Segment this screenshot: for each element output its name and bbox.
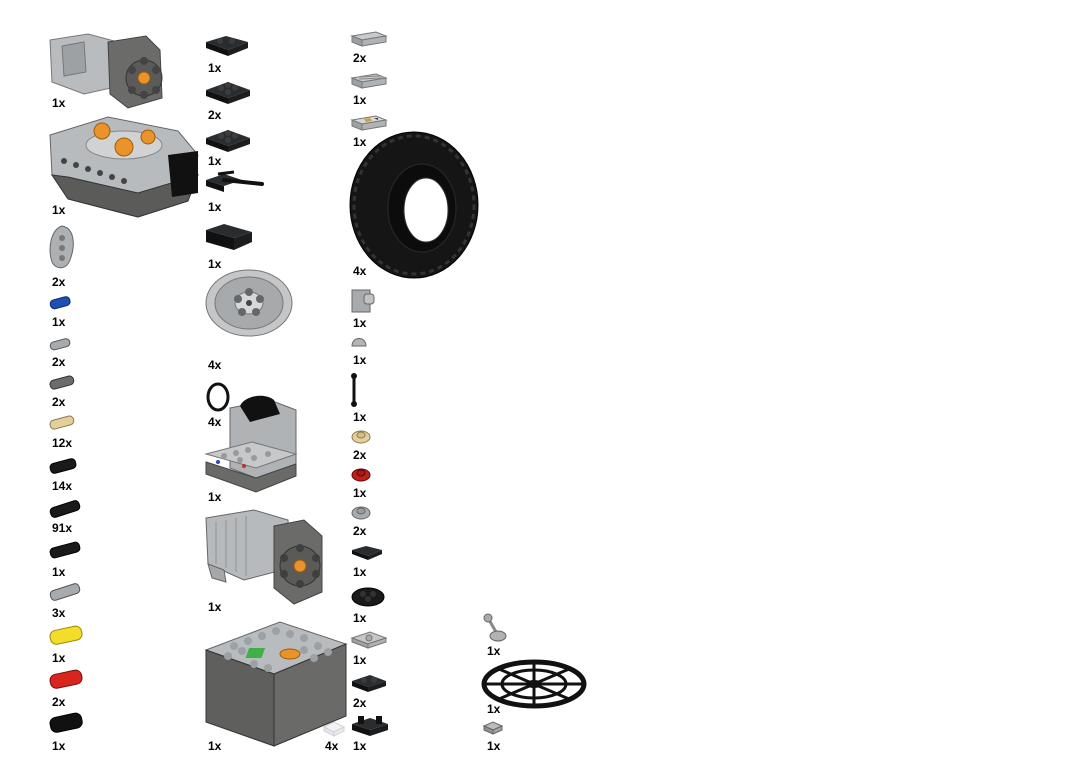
red-round-plate-icon [351,468,371,482]
black-plate-2x2-icon [206,82,250,104]
quantity-label: 1x [208,200,222,214]
quantity-label: 2x [353,524,367,538]
quantity-label: 1x [208,600,222,614]
aa-battery-box-icon [204,621,348,747]
quantity-label: 1x [208,739,222,753]
steering-wheel-icon [481,659,587,709]
grille-tile-icon [350,73,388,89]
quantity-label: 1x [353,653,367,667]
black-clip-plate-icon [352,546,382,560]
quantity-label: 1x [353,739,367,753]
l-motor-icon [205,509,323,605]
gray-tile-icon [350,31,388,47]
black-connector-icon [49,712,83,733]
quantity-label: 3x [52,606,66,620]
black-friction-pin-icon [49,458,77,474]
printed-tile-icon [350,115,388,131]
gray-tile-1x1-icon [482,721,504,735]
quantity-label: 1x [487,702,501,716]
bar-icon [351,373,357,407]
quantity-label: 1x [353,135,367,149]
quantity-label: 2x [208,108,222,122]
plate-with-clip-icon [206,36,248,56]
quantity-label: 2x [52,695,66,709]
quantity-label: 1x [52,565,66,579]
quantity-label: 4x [353,264,367,278]
quantity-label: 14x [52,479,73,493]
quantity-label: 2x [353,696,367,710]
black-plate-2x2-icon [206,130,250,152]
quantity-label: 1x [52,315,66,329]
quantity-label: 2x [52,395,66,409]
quantity-label: 1x [353,353,367,367]
quantity-label: 1x [353,93,367,107]
quantity-label: 1x [208,490,222,504]
quantity-label: 2x [52,355,66,369]
quantity-label: 2x [353,448,367,462]
wheel-rim-icon [205,269,293,337]
red-connector-icon [49,669,83,689]
quantity-label: 91x [52,521,73,535]
lever-icon [483,613,507,642]
quantity-label: 1x [52,203,66,217]
quantity-label: 1x [353,565,367,579]
quantity-label: 1x [487,739,501,753]
tan-round-plate-icon [351,430,371,444]
quantity-label: 1x [52,739,66,753]
gray-plate-icon [350,631,388,649]
black-hinge-plate-icon [352,716,388,736]
quantity-label: 1x [487,644,501,658]
quantity-label: 1x [208,257,222,271]
tire-icon [349,131,479,279]
brick-with-clip-icon [351,289,375,313]
black-pin-icon [49,541,81,559]
dome-icon [351,338,367,347]
battery-box-icon [204,395,298,493]
quantity-label: 4x [325,739,339,753]
ir-receiver-icon [49,116,199,218]
black-long-pin-icon [49,500,81,518]
gray-long-pin-icon [49,583,81,601]
quantity-label: 2x [353,51,367,65]
quantity-label: 1x [353,611,367,625]
black-slope-icon [206,224,252,250]
quantity-label: 1x [208,61,222,75]
quantity-label: 1x [353,316,367,330]
black-round-plate-icon [351,587,385,607]
quantity-label: 1x [52,96,66,110]
quantity-label: 1x [208,154,222,168]
blue-axle-pin-icon [49,296,71,310]
yellow-connector-icon [49,625,83,645]
quantity-label: 4x [208,358,222,372]
gray-pin-icon [49,338,71,351]
dark-gray-pin-icon [49,375,75,390]
quantity-label: 1x [353,410,367,424]
black-plate-icon [352,675,386,692]
clear-plate-icon [322,721,346,737]
quantity-label: 1x [353,486,367,500]
quantity-label: 12x [52,436,73,450]
quantity-label: 2x [52,275,66,289]
gray-round-plate-icon [351,506,371,520]
tan-axle-pin-icon [49,415,75,430]
quantity-label: 1x [52,651,66,665]
o-ring-icon [206,382,230,412]
curved-panel-icon [49,225,74,269]
plate-with-bar-icon [206,170,264,192]
quantity-label: 4x [208,415,222,429]
m-motor-icon [49,33,163,109]
